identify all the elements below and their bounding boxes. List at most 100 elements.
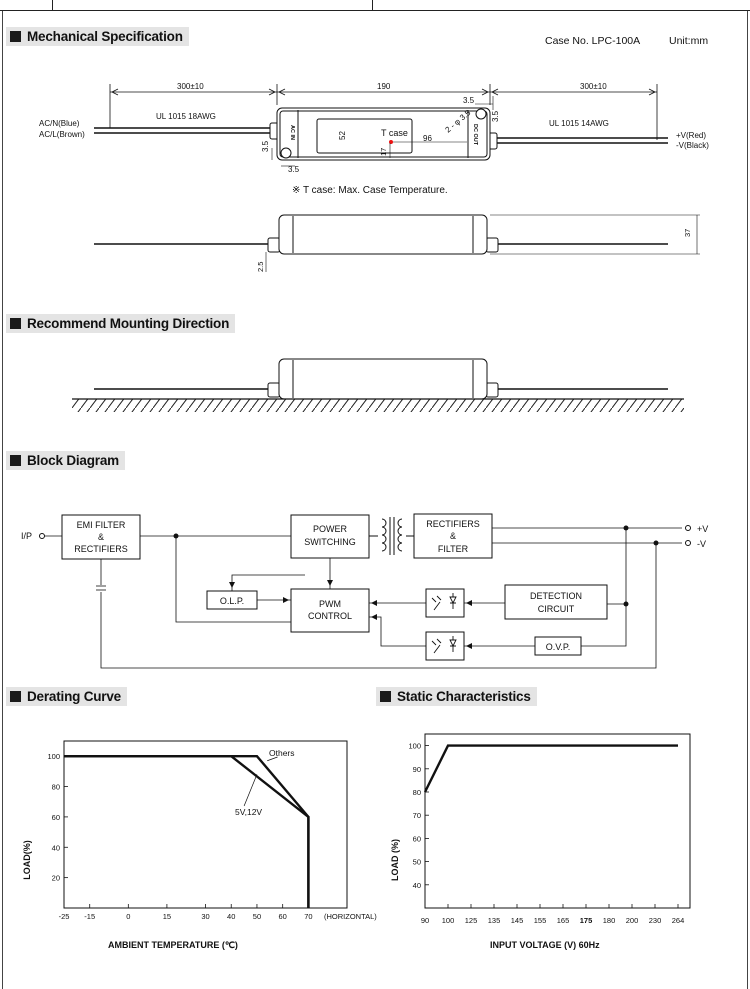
- static-x-tick-label: 145: [511, 916, 524, 925]
- static-x-tick-label: 180: [603, 916, 616, 925]
- mechanical-drawing: Case No. LPC-100A Unit:mm 300±10 190 300…: [39, 35, 709, 272]
- vminus-wire-label: -V(Black): [676, 141, 709, 150]
- section-header-block: Block Diagram: [6, 451, 125, 470]
- derating-x-suffix: (HORIZONTAL): [324, 912, 377, 921]
- page-top-frame: [0, 0, 750, 11]
- junction-dots: [173, 525, 659, 607]
- square-bullet-icon: [10, 31, 21, 42]
- square-bullet-icon: [380, 691, 391, 702]
- dim-2-5: 2.5: [256, 262, 265, 272]
- static-y-title: LOAD (%): [390, 839, 400, 881]
- vminus-terminal: [685, 540, 691, 546]
- derating-x-tick-label: -25: [59, 912, 70, 921]
- vminus-label: -V: [697, 539, 706, 549]
- static-x-tick-label: 90: [421, 916, 429, 925]
- dc-out-marking: DC OUT: [472, 124, 478, 146]
- body-length: 190: [377, 82, 391, 91]
- static-series: [423, 744, 678, 793]
- input-terminal: [39, 533, 45, 539]
- derating-x-title: AMBIENT TEMPERATURE (℃): [108, 940, 238, 950]
- tcase-note: ※ T case: Max. Case Temperature.: [292, 185, 448, 196]
- emi-label-2: &: [98, 532, 104, 542]
- static-x-tick-label: 230: [649, 916, 662, 925]
- section-header-static: Static Characteristics: [376, 687, 537, 706]
- page-left-border: [2, 11, 3, 989]
- ac-in-marking: AC IN: [289, 125, 295, 140]
- ip-label: I/P: [21, 531, 32, 541]
- derating-y-tick-label: 60: [52, 813, 60, 822]
- top-view-body: [269, 107, 498, 161]
- ac-n-label: AC/N(Blue): [39, 119, 80, 128]
- derating-y-tick-label: 100: [47, 752, 60, 761]
- rect-label-1: RECTIFIERS: [426, 519, 480, 529]
- vplus-wire-label: +V(Red): [676, 131, 706, 140]
- top-view-wires: [94, 127, 668, 144]
- static-y-tick-label: 40: [413, 881, 421, 890]
- mount-body: [267, 358, 499, 400]
- static-series-line-0: [423, 744, 678, 793]
- mounting-drawing: [72, 358, 684, 412]
- input-wire-spec: UL 1015 18AWG: [156, 112, 216, 121]
- width-52: 52: [338, 131, 347, 140]
- left-wire-length: 300±10: [177, 82, 204, 91]
- pwm-label-2: CONTROL: [308, 611, 352, 621]
- static-y-tick-label: 90: [413, 765, 421, 774]
- dim-17: 17: [379, 148, 388, 156]
- emi-label-1: EMI FILTER: [77, 520, 126, 530]
- derating-x-tick-label: 50: [253, 912, 261, 921]
- section-title: Static Characteristics: [397, 689, 531, 704]
- pwm-control-block: [290, 588, 370, 633]
- frame-tick: [52, 0, 53, 11]
- hole-dim-3-5-top: 3.5: [463, 96, 475, 105]
- top-dimension-lines: [109, 84, 658, 140]
- psw-label-1: POWER: [313, 524, 348, 534]
- section-header-mechanical: Mechanical Specification: [6, 27, 189, 46]
- case-number: Case No. LPC-100A: [545, 35, 640, 47]
- static-plot-frame: [424, 733, 691, 909]
- frame-tick: [372, 0, 373, 11]
- pwm-label-1: PWM: [319, 599, 341, 609]
- square-bullet-icon: [10, 455, 21, 466]
- ac-l-label: AC/L(Brown): [39, 130, 85, 139]
- hole-dimension-lines: [271, 96, 494, 167]
- derating-y-title: LOAD(%): [22, 840, 32, 880]
- tcase-label: T case: [381, 128, 408, 138]
- derating-y-tick-label: 40: [52, 843, 60, 852]
- derating-x-tick-label: 15: [163, 912, 171, 921]
- signal-lines: [96, 527, 682, 669]
- static-x-tick-label: 125: [465, 916, 478, 925]
- static-x-tick-label: 100: [442, 916, 455, 925]
- transformer-icon: [369, 517, 414, 555]
- ovp-label: O.V.P.: [546, 642, 571, 652]
- derating-y-tick-label: 80: [52, 783, 60, 792]
- square-bullet-icon: [10, 691, 21, 702]
- tcase-point: [389, 140, 393, 144]
- detection-circuit-block: [504, 584, 608, 620]
- detection-label-2: CIRCUIT: [538, 604, 575, 614]
- derating-series-line-1: [64, 754, 310, 908]
- static-x-tick-label: 200: [626, 916, 639, 925]
- derating-x-tick-label: 40: [227, 912, 235, 921]
- side-view-body: [267, 214, 499, 255]
- section-header-mounting: Recommend Mounting Direction: [6, 314, 236, 333]
- derating-x-tick-label: 30: [201, 912, 209, 921]
- static-y-tick-label: 50: [413, 858, 421, 867]
- optocoupler-2: [425, 631, 465, 661]
- optocoupler-1: [425, 588, 465, 618]
- hole-dim-3-5-bottom: 3.5: [288, 165, 300, 174]
- series-label-5v12v: 5V,12V: [235, 807, 262, 817]
- section-title: Mechanical Specification: [27, 29, 183, 44]
- 5v12v-leader: [243, 774, 258, 807]
- section-title: Derating Curve: [27, 689, 121, 704]
- olp-label: O.L.P.: [220, 596, 244, 606]
- vplus-terminal: [685, 525, 691, 531]
- hole-dim-3-5-left: 3.5: [261, 140, 270, 152]
- static-y-tick-label: 100: [408, 742, 421, 751]
- section-title: Block Diagram: [27, 453, 119, 468]
- hole-dim-3-5-right: 3.5: [491, 110, 500, 122]
